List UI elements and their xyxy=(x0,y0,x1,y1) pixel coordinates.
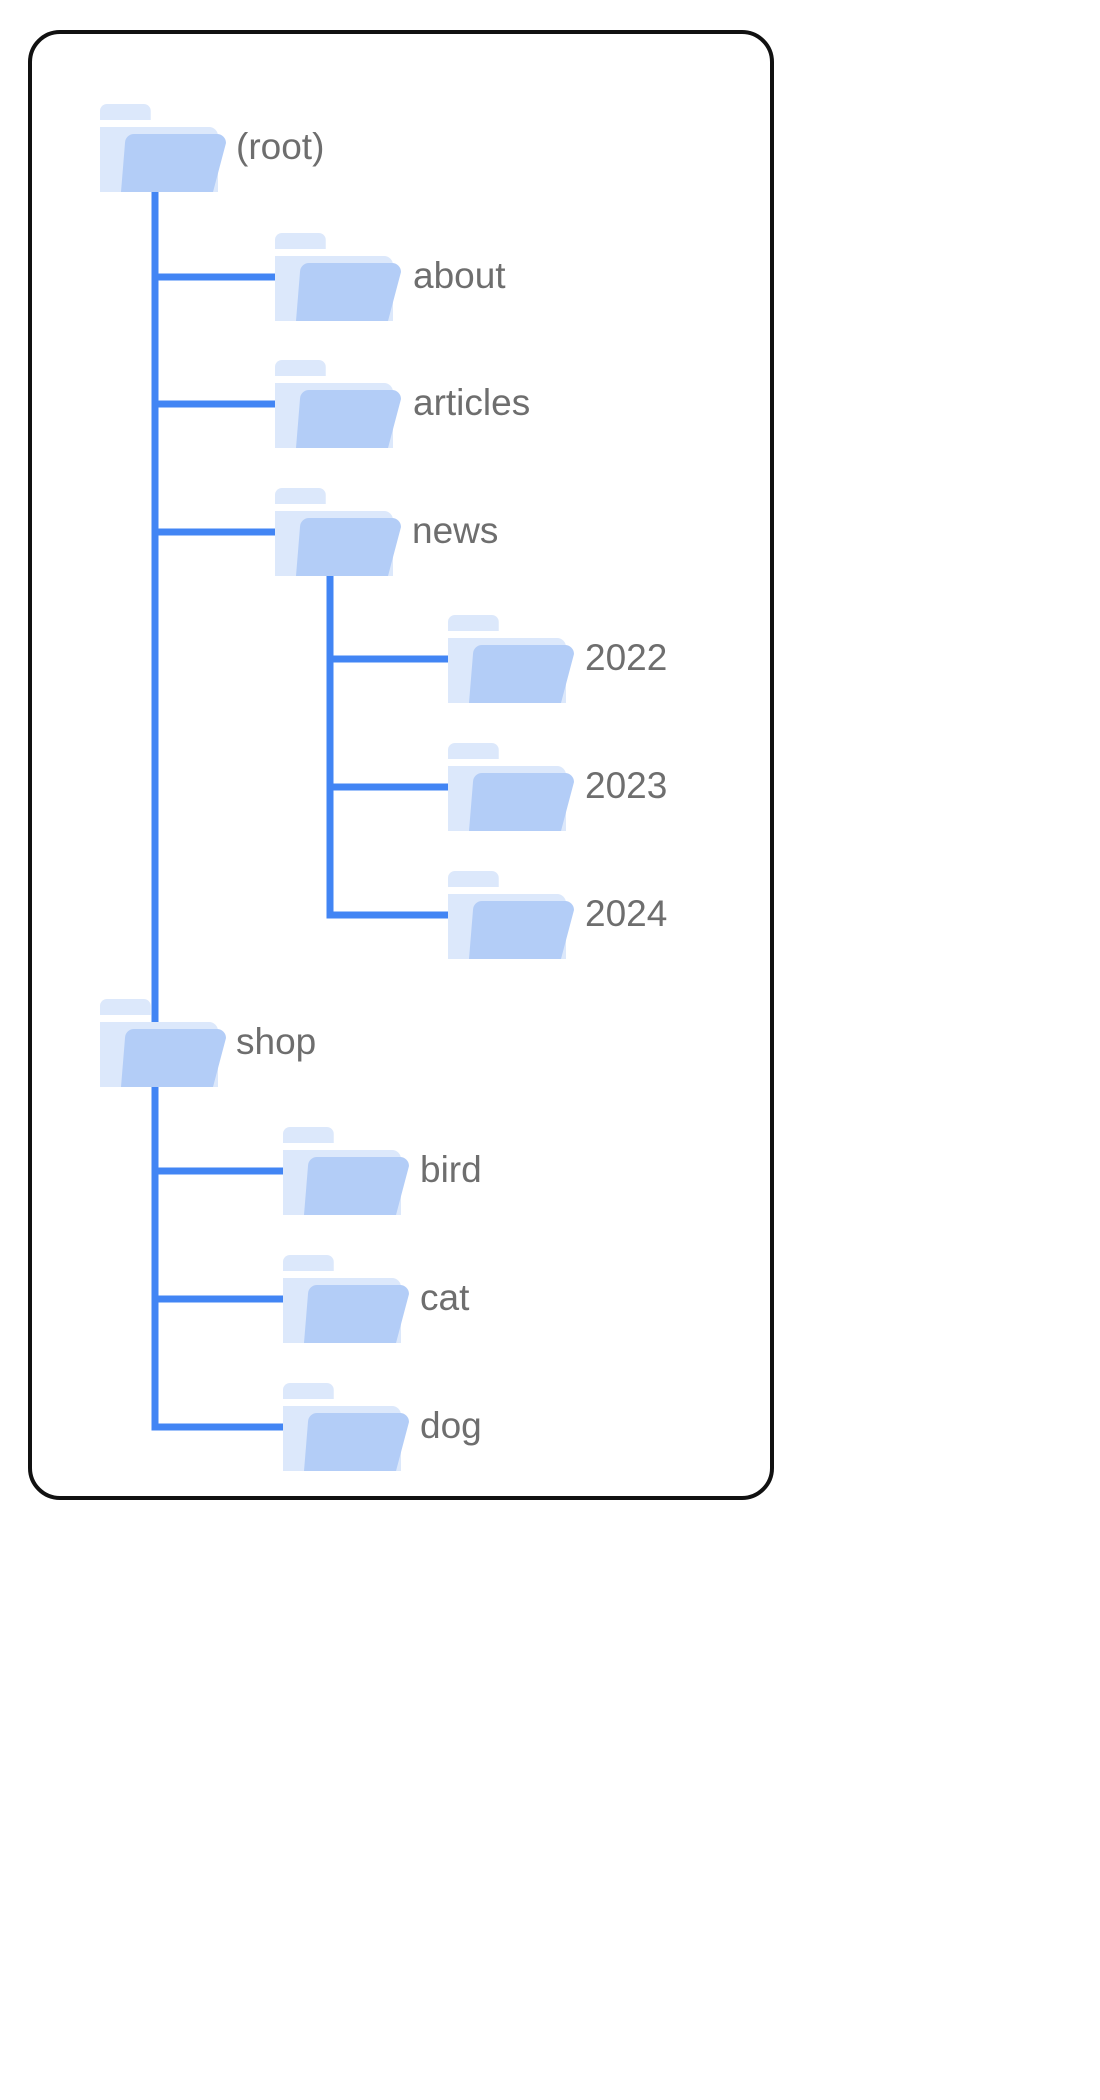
folder-icon[interactable] xyxy=(100,104,226,192)
folder-icon[interactable] xyxy=(283,1383,409,1471)
tree-node-label-dog: dog xyxy=(420,1405,482,1446)
folder-icon[interactable] xyxy=(448,615,574,703)
tree-node-y2023[interactable]: 2023 xyxy=(448,743,667,831)
tree-node-shop[interactable]: shop xyxy=(100,999,316,1087)
tree-node-dog[interactable]: dog xyxy=(283,1383,482,1471)
tree-node-label-shop: shop xyxy=(236,1021,316,1062)
folder-icon[interactable] xyxy=(283,1127,409,1215)
tree-node-articles[interactable]: articles xyxy=(275,360,530,448)
tree-nodes: (root) about articles news 2022 2023 2024 shop b… xyxy=(100,104,667,1471)
tree-node-label-y2022: 2022 xyxy=(585,637,667,678)
folder-icon[interactable] xyxy=(448,871,574,959)
folder-icon[interactable] xyxy=(448,743,574,831)
tree-node-y2024[interactable]: 2024 xyxy=(448,871,667,959)
tree-node-label-root: (root) xyxy=(236,126,324,167)
tree-node-y2022[interactable]: 2022 xyxy=(448,615,667,703)
tree-node-root[interactable]: (root) xyxy=(100,104,324,192)
folder-icon[interactable] xyxy=(275,360,401,448)
tree-node-label-articles: articles xyxy=(413,382,530,423)
folder-icon[interactable] xyxy=(275,233,401,321)
folder-icon[interactable] xyxy=(100,999,226,1087)
tree-node-about[interactable]: about xyxy=(275,233,506,321)
tree-node-label-about: about xyxy=(413,255,506,296)
tree-node-label-cat: cat xyxy=(420,1277,470,1318)
tree-node-news[interactable]: news xyxy=(275,488,498,576)
tree-node-label-bird: bird xyxy=(420,1149,482,1190)
tree-node-label-news: news xyxy=(412,510,498,551)
connector-lines xyxy=(151,188,458,1431)
folder-icon[interactable] xyxy=(283,1255,409,1343)
tree-node-cat[interactable]: cat xyxy=(283,1255,470,1343)
tree-node-bird[interactable]: bird xyxy=(283,1127,482,1215)
tree-node-label-y2024: 2024 xyxy=(585,893,667,934)
tree-node-label-y2023: 2023 xyxy=(585,765,667,806)
folder-icon[interactable] xyxy=(275,488,401,576)
